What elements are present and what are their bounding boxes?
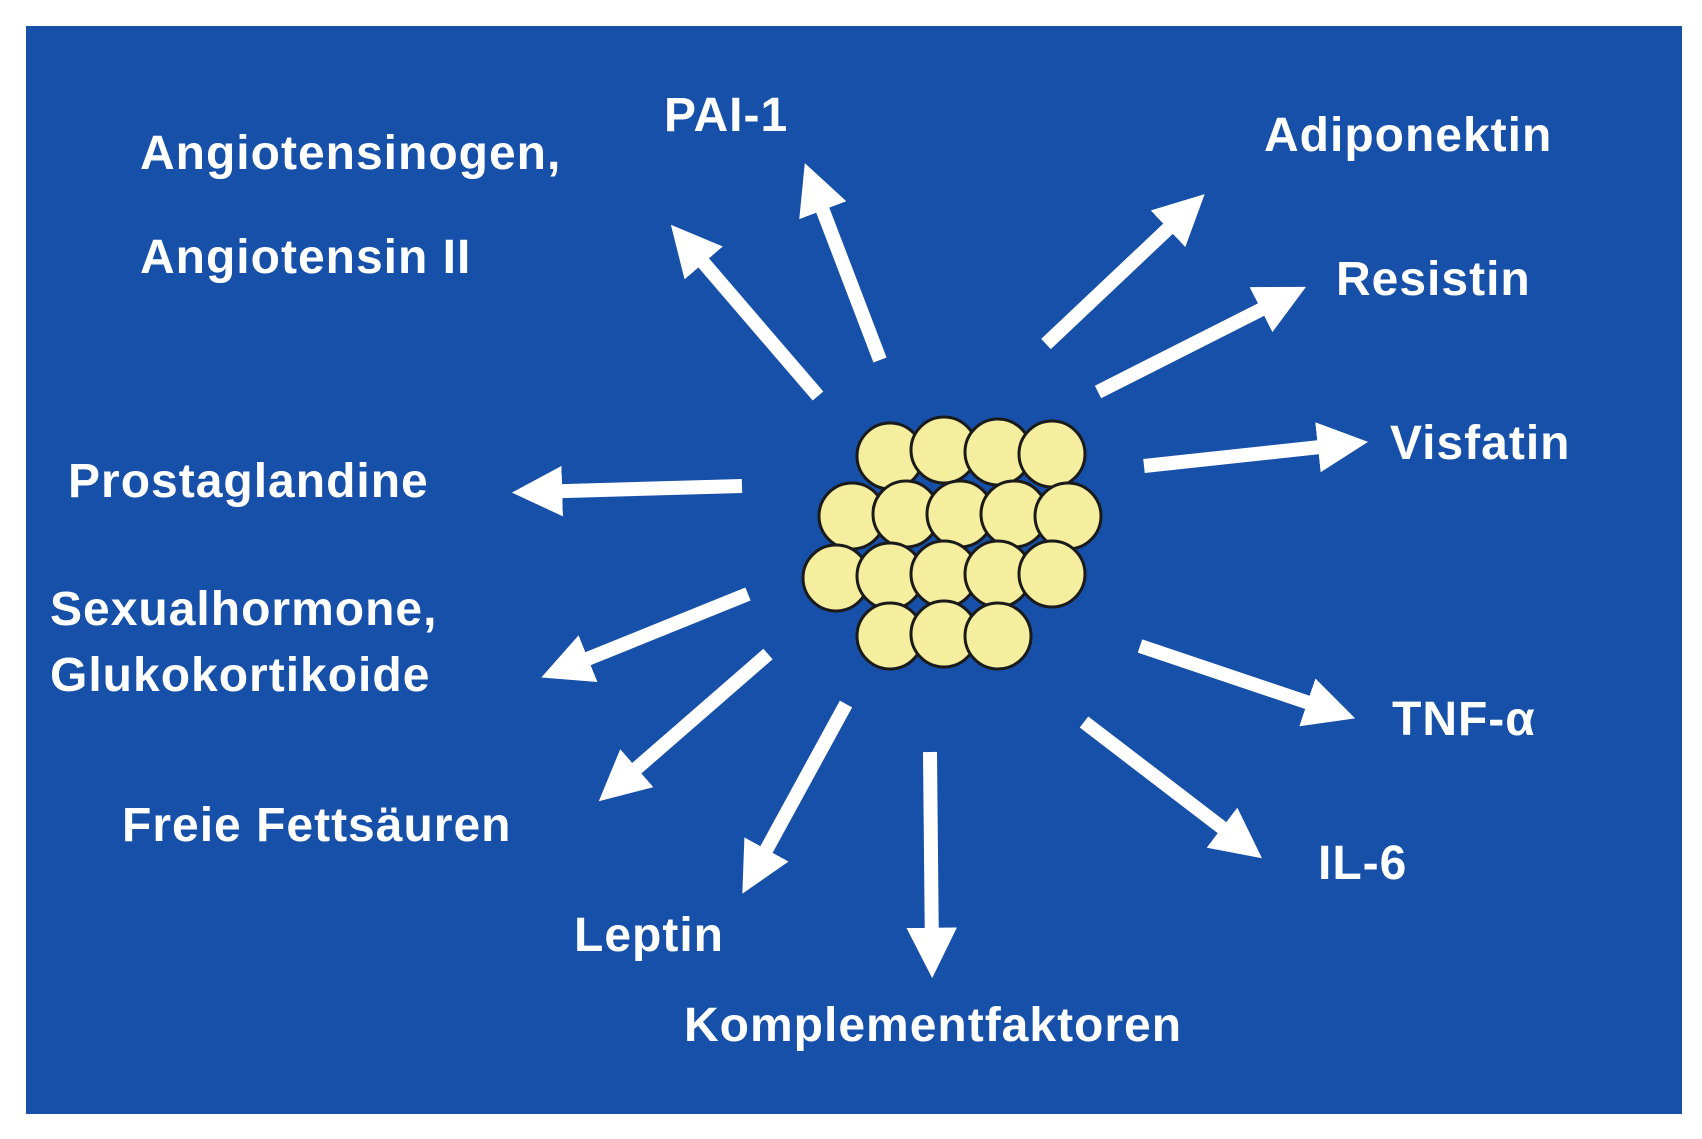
label-prostaglandine: Prostaglandine — [68, 455, 429, 508]
arrow-to-resistin — [1094, 286, 1306, 399]
label-tnf-alpha: TNF-α — [1392, 693, 1536, 746]
fat-cell — [1017, 539, 1087, 609]
adipocyte-cluster — [801, 415, 1103, 671]
label-pai-1: PAI-1 — [664, 89, 789, 142]
label-glukokortikoide: Glukokortikoide — [50, 649, 431, 702]
label-il-6: IL-6 — [1318, 837, 1408, 890]
arrow-to-sexualhormone — [541, 587, 751, 683]
fat-cell — [1017, 419, 1087, 489]
arrow-to-il-6 — [1079, 716, 1263, 859]
label-sexualhormone: Sexualhormone, — [50, 583, 438, 636]
label-freie-fettsaeuren: Freie Fettsäuren — [122, 799, 512, 852]
arrow-to-angiotensin — [670, 224, 824, 401]
arrow-to-tnf — [1137, 639, 1356, 727]
arrow-to-freie-fettsaeuren — [598, 648, 773, 802]
arrow-group — [511, 163, 1369, 979]
label-angiotensinogen: Angiotensinogen, — [140, 127, 562, 180]
label-visfatin: Visfatin — [1390, 417, 1571, 470]
arrow-to-pai-1 — [799, 163, 887, 363]
label-komplementfaktoren: Komplementfaktoren — [684, 999, 1183, 1052]
label-adiponektin: Adiponektin — [1264, 109, 1553, 162]
arrow-to-komplementfaktoren — [906, 751, 957, 979]
arrow-to-visfatin — [1143, 422, 1369, 473]
label-angiotensin-ii: Angiotensin II — [140, 231, 472, 284]
label-resistin: Resistin — [1336, 253, 1531, 306]
fat-cell — [1033, 481, 1103, 551]
arrow-to-leptin — [742, 700, 853, 894]
fat-cell — [963, 601, 1033, 671]
label-leptin: Leptin — [574, 909, 724, 962]
arrow-to-adiponektin — [1041, 194, 1205, 350]
arrow-to-prostaglandine — [511, 465, 743, 517]
